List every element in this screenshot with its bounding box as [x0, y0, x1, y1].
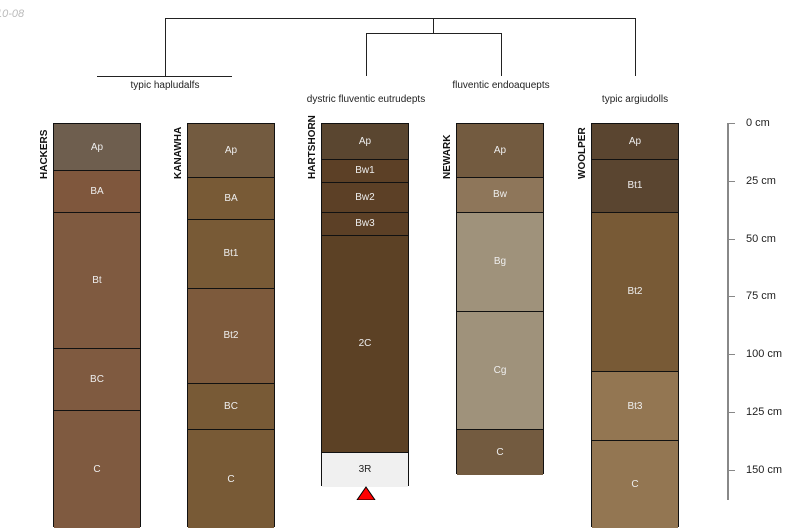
bedrock-marker-icon	[356, 486, 376, 500]
profile-name: HACKERS	[39, 129, 50, 179]
taxon-label: dystric fluventic eutrudepts	[306, 94, 426, 105]
horizon: C	[457, 428, 543, 476]
depth-tick	[727, 296, 735, 298]
dendrogram-branch	[501, 33, 502, 76]
horizon: C	[592, 440, 678, 528]
horizon: Ap	[188, 124, 274, 178]
taxon-label: typic argiudolls	[601, 94, 669, 105]
horizon: Bw	[457, 177, 543, 212]
date-stamp: 10-08	[0, 8, 25, 20]
horizon: Bt1	[592, 158, 678, 212]
horizon: C	[54, 410, 140, 528]
dendrogram-branch	[366, 33, 367, 76]
depth-tick	[727, 180, 735, 182]
horizon: Ap	[457, 124, 543, 178]
depth-tick	[727, 354, 735, 355]
dendrogram-branch	[433, 18, 434, 33]
dendrogram-branch	[165, 18, 166, 76]
horizon: Ap	[54, 124, 140, 171]
depth-tick-label: 150 cm	[746, 463, 783, 476]
depth-axis-line	[727, 123, 729, 500]
depth-tick-label: 75 cm	[746, 290, 776, 303]
horizon: Bt3	[592, 371, 678, 441]
depth-tick	[727, 411, 735, 413]
taxon-label: fluventic endoaquepts	[452, 80, 550, 91]
horizon: Bw1	[322, 158, 408, 182]
horizon: Bg	[457, 211, 543, 312]
horizon: Cg	[457, 311, 543, 429]
depth-tick-label: 100 cm	[746, 348, 783, 360]
depth-tick	[727, 469, 735, 471]
depth-tick-label: 125 cm	[746, 405, 783, 418]
horizon: 2C	[322, 234, 408, 452]
dendrogram-branch	[366, 33, 502, 34]
horizon: BA	[54, 170, 140, 212]
depth-tick	[727, 123, 735, 124]
dendrogram-root-line	[165, 18, 636, 19]
profile-name: HARTSHORN	[307, 115, 318, 179]
horizon: C	[188, 428, 274, 528]
taxon-label: typic hapludalfs	[130, 80, 200, 91]
horizon: Ap	[592, 124, 678, 159]
horizon: Bt	[54, 211, 140, 349]
depth-tick-label: 50 cm	[746, 232, 776, 245]
profile-name: WOOLPER	[577, 127, 588, 179]
profile-name: KANAWHA	[173, 126, 184, 179]
horizon: Bt2	[188, 288, 274, 383]
horizon: Ap	[322, 124, 408, 159]
profile-name: NEWARK	[442, 134, 453, 179]
horizon: 3R	[322, 452, 408, 487]
horizon: BC	[188, 382, 274, 429]
horizon: BC	[54, 348, 140, 411]
horizon: Bt1	[188, 218, 274, 288]
depth-tick	[727, 238, 735, 240]
depth-tick-label: 25 cm	[746, 174, 776, 187]
dendrogram-branch	[635, 18, 636, 76]
horizon: BA	[188, 177, 274, 219]
dendrogram-leaf-line	[97, 76, 232, 77]
depth-tick-label: 0 cm	[746, 117, 770, 129]
horizon: Bt2	[592, 211, 678, 372]
horizon: Bw3	[322, 211, 408, 235]
horizon: Bw2	[322, 181, 408, 212]
